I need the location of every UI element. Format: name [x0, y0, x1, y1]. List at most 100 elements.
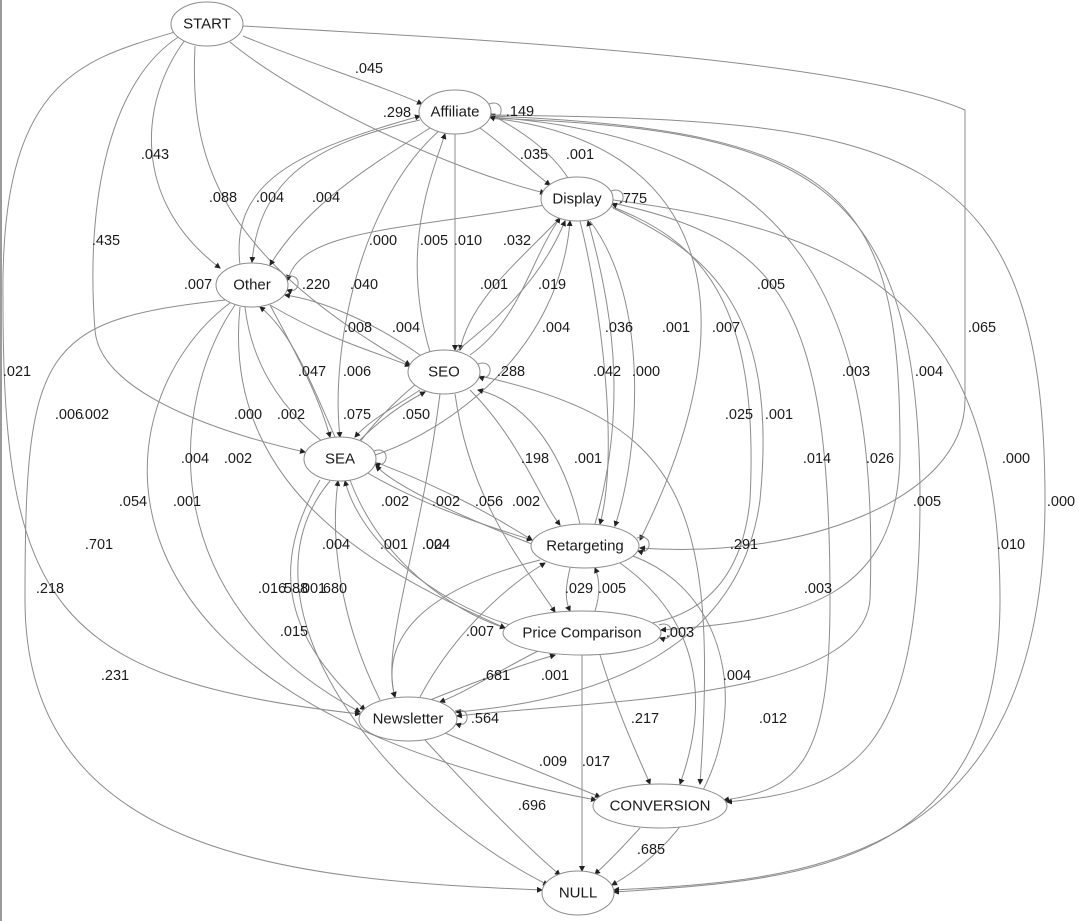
- edge-label-pricecomparison-retargeting: .003: [804, 581, 832, 597]
- node-label: Affiliate: [431, 104, 480, 121]
- edge-retargeting-to-conversion: [619, 562, 696, 785]
- edge-label-retargeting-conversion: .012: [759, 711, 787, 727]
- edge-label-sea-pricecomparison: .001: [380, 537, 408, 553]
- node-label: CONVERSION: [610, 798, 711, 815]
- edge-label-display-newsletter: .025: [725, 407, 753, 423]
- edge-label-retargeting-self: .291: [730, 537, 758, 553]
- edge-other-to-sea: [269, 304, 332, 438]
- edge-label-newsletter-retargeting: .003: [666, 625, 694, 641]
- edge-label-other-null-b: .681: [482, 668, 510, 684]
- edge-start-to-retargeting: [242, 25, 966, 552]
- edge-label-affiliate-pricecomparison: .004: [915, 364, 943, 380]
- self-loop-display: [610, 189, 624, 209]
- window-left-border: [0, 0, 2, 921]
- edge-label-affiliate-conversion: .054: [119, 494, 147, 510]
- edge-label-sea-display: .019: [538, 277, 566, 293]
- edge-seo-to-other: [284, 292, 421, 356]
- node-ellipse: [418, 89, 492, 135]
- edge-label-seo-retargeting: .001: [574, 451, 602, 467]
- node-label: Retargeting: [546, 538, 624, 555]
- edge-label-pricecomparison-null: .696: [518, 798, 546, 814]
- edge-label-newsletter-sea: .029: [565, 581, 593, 597]
- edge-conversion-to-null: [594, 827, 641, 875]
- edge-affiliate-to-other: [269, 127, 431, 266]
- edge-label-retargeting-sea: .002: [512, 494, 540, 510]
- edge-label-newsletter-conversion: .017: [582, 754, 610, 770]
- edge-label-start-other: .043: [141, 147, 169, 163]
- edge-label-retargeting-other: .002: [224, 451, 252, 467]
- edge-other-to-seo: [269, 304, 411, 367]
- edge-label-display-null-b: .218: [36, 581, 64, 597]
- edge-label-pricecomparison-newsletter: .001: [541, 668, 569, 684]
- node-seo: SEO: [407, 349, 481, 395]
- edge-retargeting-to-newsletter: [390, 559, 541, 698]
- edge-pricecomparison-to-retargeting: [594, 567, 600, 612]
- edge-start-to-seo: [193, 45, 411, 366]
- edge-newsletter-to-pricecomparison: [429, 653, 556, 701]
- edge-seo-to-conversion: [479, 375, 706, 785]
- edge-labels-layer: .045.298.149.043.035.001.775.088.004.004…: [3, 61, 1075, 858]
- edge-label-affiliate-retargeting: .005: [757, 277, 785, 293]
- edge-label-start-affiliate: .045: [355, 61, 383, 77]
- edge-sea-to-display: [374, 220, 573, 456]
- edge-label-pricecomparison-conversion: .009: [539, 754, 567, 770]
- edge-label-newsletter-null: .685: [637, 842, 665, 858]
- edge-retargeting-to-pricecomparison: [565, 567, 571, 612]
- node-null: NULL: [541, 870, 615, 916]
- edge-label-sea-null: .588: [280, 581, 308, 597]
- edge-label-other-pricecomparison: .001: [173, 494, 201, 510]
- edge-label-other-conversion: .004: [322, 537, 350, 553]
- node-label: Newsletter: [373, 711, 444, 728]
- edge-label-sea-seo: .050: [402, 407, 430, 423]
- node-ellipse: [215, 262, 289, 308]
- node-label: START: [183, 16, 231, 33]
- node-ellipse: [502, 610, 662, 656]
- edge-label-seo-pricecomparison: .005: [913, 494, 941, 510]
- edge-display-to-newsletter: [455, 207, 764, 715]
- edge-start-to-newsletter: [2, 31, 361, 717]
- edge-label-sea-pricecomparison-b: .024: [422, 537, 450, 553]
- edge-affiliate-to-null: [490, 114, 1046, 893]
- edge-label-affiliate-display: .035: [520, 147, 548, 163]
- node-ellipse: [541, 870, 615, 916]
- node-retargeting: Retargeting: [530, 523, 640, 569]
- edge-label-seo-conversion: .010: [997, 537, 1025, 553]
- edge-label-start-sea: .435: [92, 233, 120, 249]
- edge-label-sea-other-b: .002: [277, 407, 305, 423]
- node-ellipse: [407, 349, 481, 395]
- node-pricecomparison: Price Comparison: [502, 610, 662, 656]
- edge-retargeting-to-sea: [375, 465, 533, 545]
- edge-other-to-null: [24, 299, 543, 893]
- edge-label-affiliate-left: .298: [383, 105, 411, 121]
- node-label: NULL: [559, 885, 597, 902]
- node-ellipse: [170, 1, 244, 47]
- edge-start-to-sea: [92, 35, 306, 454]
- nodes-layer: STARTAffiliateDisplayOtherSEOSEARetarget…: [170, 1, 728, 916]
- edge-label-affiliate-retargeting-b: .007: [712, 320, 740, 336]
- self-loop-sea: [373, 449, 387, 469]
- edge-sea-to-seo: [359, 391, 426, 441]
- node-sea: SEA: [303, 436, 377, 482]
- node-ellipse: [530, 523, 640, 569]
- edge-label-other-left: .007: [184, 277, 212, 293]
- edge-label-display-null: .000: [1002, 451, 1030, 467]
- node-start: START: [170, 1, 244, 47]
- edge-seo-to-retargeting: [469, 389, 561, 526]
- edge-pricecomparison-to-newsletter: [439, 649, 541, 703]
- edge-display-to-null: [612, 199, 1001, 895]
- edge-label-affiliate-other-a: .004: [256, 190, 284, 206]
- edge-label-other-conversion-b: .015: [280, 624, 308, 640]
- self-loop-retargeting: [636, 536, 650, 556]
- edge-affiliate-to-retargeting: [489, 117, 702, 541]
- edge-label-affiliate-null: .701: [85, 537, 113, 553]
- edge-label-start-retargeting: .065: [968, 320, 996, 336]
- edge-label-other-seo: .008: [344, 320, 372, 336]
- edge-display-to-retargeting: [589, 220, 636, 527]
- edge-label-sea-display-b: .004: [542, 320, 570, 336]
- edge-label-retargeting-display-b: .000: [632, 364, 660, 380]
- edge-newsletter-to-null: [424, 739, 561, 876]
- edge-seo-to-affiliate: [416, 133, 447, 353]
- edge-label-display-other: .000: [369, 233, 397, 249]
- edge-newsletter-to-retargeting: [419, 562, 546, 698]
- edge-label-newsletter-self: .217: [631, 711, 659, 727]
